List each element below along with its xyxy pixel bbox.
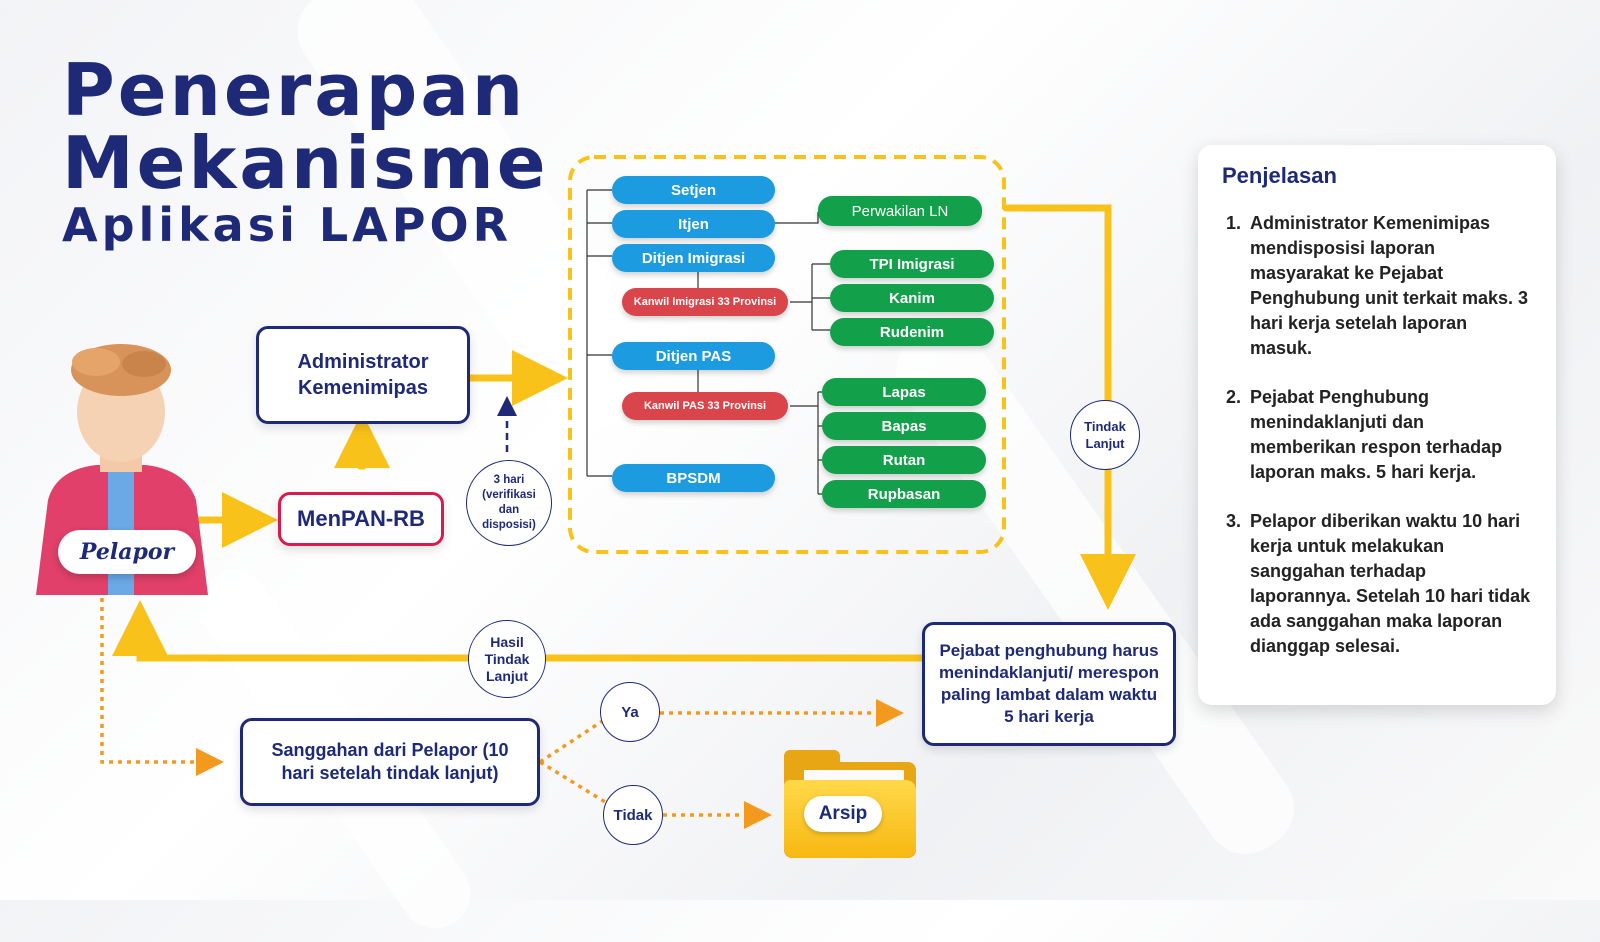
penjelasan-item: Pelapor diberikan waktu 10 hari kerja un…	[1246, 509, 1532, 659]
unit-setjen-label: Setjen	[670, 181, 716, 199]
unit-setjen: Setjen	[612, 176, 775, 204]
administrator-box: Administrator Kemenimipas	[256, 326, 470, 424]
unit-rudenim: Rudenim	[830, 318, 994, 346]
unit-rupbasan-label: Rupbasan	[867, 485, 941, 503]
pejabat-penghubung-box: Pejabat penghubung harus menindaklanjuti…	[922, 622, 1176, 746]
tidak-label: Tidak	[613, 806, 653, 824]
unit-bapas: Bapas	[822, 412, 986, 440]
unit-kanwil-pas: Kanwil PAS 33 Provinsi	[622, 392, 788, 420]
unit-group-frame	[568, 155, 1006, 554]
menpan-rb-label: MenPAN-RB	[297, 506, 425, 531]
unit-ditjen-imigrasi: Ditjen Imigrasi	[612, 244, 775, 272]
unit-kanwil-imigrasi: Kanwil Imigrasi 33 Provinsi	[622, 288, 788, 316]
administrator-label: Administrator Kemenimipas	[297, 351, 429, 399]
sanggahan-label: Sanggahan dari Pelapor (10 hari setelah …	[271, 740, 509, 783]
penjelasan-item: Pejabat Penghubung menindaklanjuti dan m…	[1246, 385, 1532, 485]
hasil-tindak-lanjut-label: Hasil Tindak Lanjut	[484, 633, 530, 684]
hasil-tindak-lanjut-circle: Hasil Tindak Lanjut	[468, 620, 546, 698]
unit-bapas-label: Bapas	[881, 417, 927, 435]
sanggahan-box: Sanggahan dari Pelapor (10 hari setelah …	[240, 718, 540, 806]
folder-icon: Arsip	[784, 750, 916, 858]
unit-rudenim-label: Rudenim	[879, 323, 945, 341]
unit-tpi-imigrasi-label: TPI Imigrasi	[869, 255, 955, 273]
three-days-circle: 3 hari (verifikasi dan disposisi)	[466, 460, 552, 546]
unit-lapas-label: Lapas	[882, 383, 926, 401]
unit-kanwil-imigrasi-label: Kanwil Imigrasi 33 Provinsi	[633, 296, 777, 308]
pejabat-penghubung-label: Pejabat penghubung harus menindaklanjuti…	[938, 641, 1160, 726]
unit-itjen-label: Itjen	[678, 215, 709, 233]
unit-itjen: Itjen	[612, 210, 775, 238]
unit-perwakilan-ln-label: Perwakilan LN	[851, 202, 949, 220]
penjelasan-heading: Penjelasan	[1222, 163, 1337, 188]
menpan-rb-box: MenPAN-RB	[278, 492, 444, 546]
penjelasan-list: Administrator Kemenimipas mendisposisi l…	[1222, 211, 1532, 659]
tidak-circle: Tidak	[603, 785, 663, 845]
unit-rutan: Rutan	[822, 446, 986, 474]
pelapor-label: Pelapor	[58, 530, 196, 574]
penjelasan-item: Administrator Kemenimipas mendisposisi l…	[1246, 211, 1532, 361]
unit-ditjen-pas: Ditjen PAS	[612, 342, 775, 370]
unit-kanim: Kanim	[830, 284, 994, 312]
unit-bpsdm: BPSDM	[612, 464, 775, 492]
tindak-lanjut-label: Tindak Lanjut	[1084, 419, 1126, 451]
unit-ditjen-pas-label: Ditjen PAS	[655, 347, 732, 365]
title-line-1: Penerapan	[62, 48, 527, 132]
unit-bpsdm-label: BPSDM	[666, 469, 721, 487]
unit-lapas: Lapas	[822, 378, 986, 406]
unit-tpi-imigrasi: TPI Imigrasi	[830, 250, 994, 278]
title-line-2: Mekanisme	[62, 121, 549, 205]
unit-kanim-label: Kanim	[889, 289, 935, 307]
unit-rutan-label: Rutan	[882, 451, 926, 469]
unit-kanwil-pas-label: Kanwil PAS 33 Provinsi	[643, 400, 767, 412]
unit-rupbasan: Rupbasan	[822, 480, 986, 508]
three-days-label: 3 hari (verifikasi dan disposisi)	[482, 474, 536, 531]
ya-label: Ya	[621, 703, 639, 721]
arsip-label: Arsip	[804, 796, 882, 832]
unit-perwakilan-ln: Perwakilan LN	[818, 196, 982, 226]
unit-ditjen-imigrasi-label: Ditjen Imigrasi	[641, 249, 746, 267]
ya-circle: Ya	[600, 682, 660, 742]
penjelasan-panel: Penjelasan Administrator Kemenimipas men…	[1198, 145, 1556, 705]
tindak-lanjut-circle: Tindak Lanjut	[1070, 400, 1140, 470]
title-line-3: Aplikasi LAPOR	[62, 198, 513, 252]
